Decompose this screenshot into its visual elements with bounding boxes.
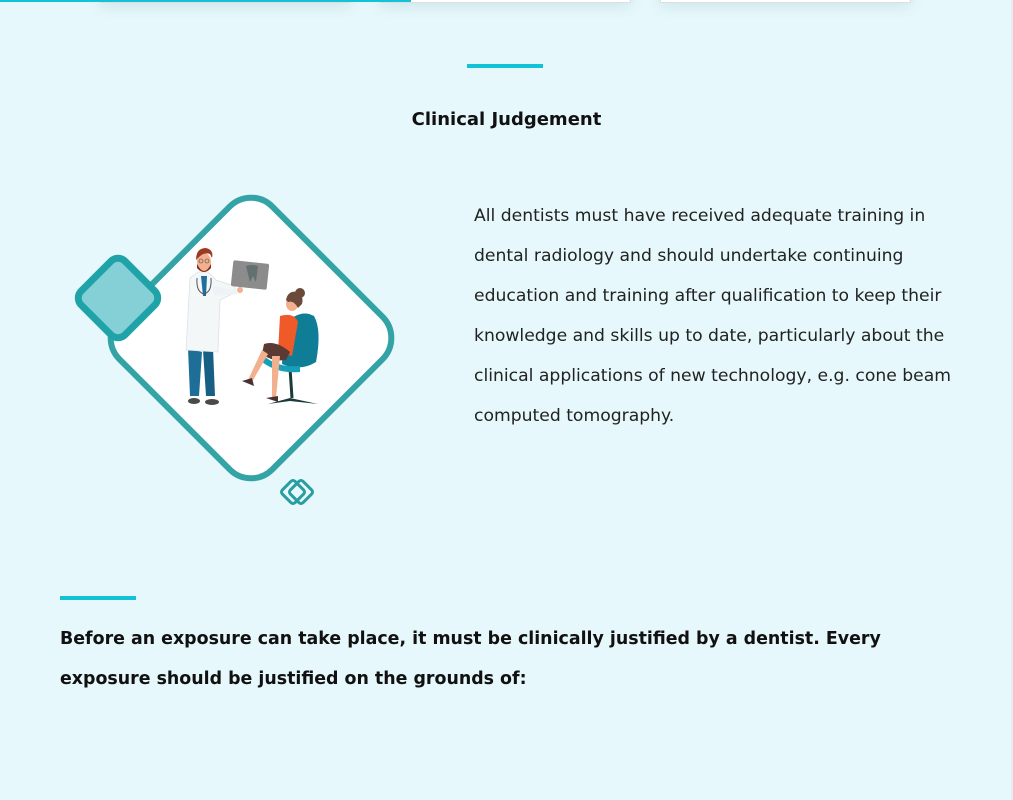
top-card-3[interactable] <box>660 0 911 3</box>
small-diamond-icon <box>74 254 162 342</box>
justification-divider <box>60 596 136 600</box>
scrollbar-track[interactable] <box>1011 0 1013 800</box>
dentist-illustration <box>60 175 420 515</box>
patient-figure-icon <box>242 288 319 404</box>
dentist-figure-icon <box>185 248 258 405</box>
training-paragraph: All dentists must have received adequate… <box>474 206 952 426</box>
reading-progress-bar <box>0 0 411 2</box>
tooth-xray-icon <box>230 260 270 290</box>
double-diamond-icon <box>280 479 314 505</box>
section-title: Clinical Judgement <box>411 109 602 130</box>
section-divider <box>467 64 543 68</box>
top-card-2[interactable] <box>380 0 631 3</box>
justification-paragraph: Before an exposure can take place, it mu… <box>60 629 881 689</box>
diamond-frame-icon <box>107 194 395 482</box>
